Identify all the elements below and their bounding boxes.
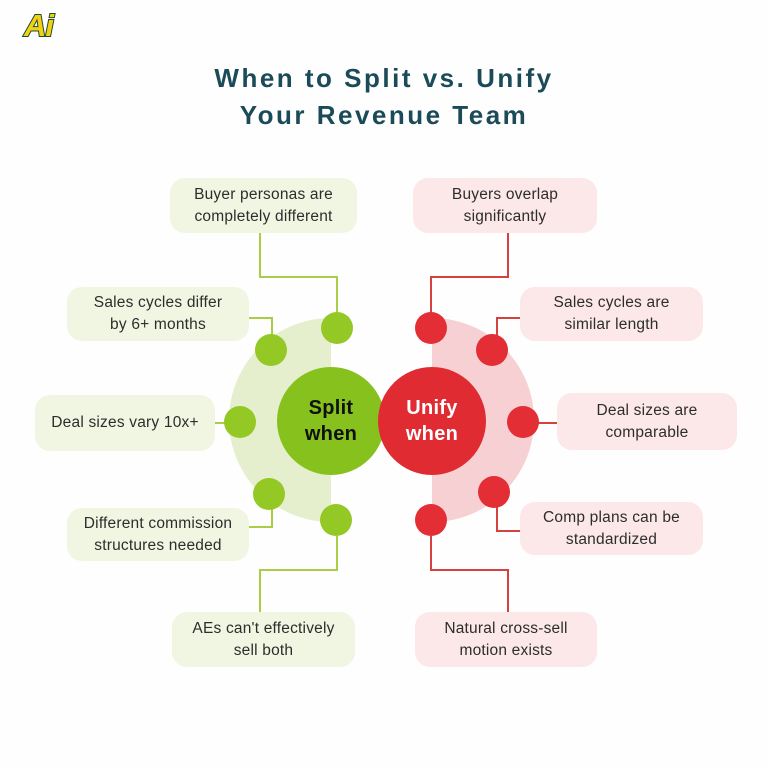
unify-dot-upper-right	[476, 334, 508, 366]
split-dot-left	[224, 406, 256, 438]
reason-box-split-commission: Different commission structures needed	[67, 508, 249, 561]
connector-split-commission	[248, 508, 273, 528]
reason-box-unify-buyers-overlap: Buyers overlap significantly	[413, 178, 597, 233]
reason-box-split-aes: AEs can't effectively sell both	[172, 612, 355, 667]
title-line-2: Your Revenue Team	[239, 100, 529, 130]
reason-box-unify-sales-cycles: Sales cycles are similar length	[520, 287, 703, 341]
reason-box-split-buyer-personas: Buyer personas are completely different	[170, 178, 357, 233]
split-hub-circle: Split when	[277, 367, 385, 475]
split-dot-lower-left	[253, 478, 285, 510]
connector-unify-cross-sell	[430, 536, 509, 613]
reason-box-unify-cross-sell: Natural cross-sell motion exists	[415, 612, 597, 667]
reason-box-unify-comp-plans: Comp plans can be standardized	[520, 502, 703, 555]
reason-box-split-sales-cycles: Sales cycles differ by 6+ months	[67, 287, 249, 341]
title-line-1: When to Split vs. Unify	[214, 63, 554, 93]
brand-logo: Ai	[23, 7, 55, 44]
connector-split-aes	[259, 536, 338, 613]
connector-split-buyer-personas	[259, 233, 338, 315]
unify-dot-top	[415, 312, 447, 344]
connector-unify-buyers-overlap	[430, 233, 509, 315]
connector-unify-sales-cycles	[496, 317, 521, 335]
reason-box-unify-deal-sizes: Deal sizes are comparable	[557, 393, 737, 450]
unify-dot-lower-right	[478, 476, 510, 508]
unify-dot-right	[507, 406, 539, 438]
connector-split-sales-cycles	[248, 317, 273, 335]
connector-unify-comp-plans	[496, 507, 521, 532]
page-title: When to Split vs. Unify Your Revenue Tea…	[0, 60, 768, 134]
reason-box-split-deal-sizes: Deal sizes vary 10x+	[35, 395, 215, 451]
split-dot-bottom	[320, 504, 352, 536]
split-dot-top	[321, 312, 353, 344]
unify-hub-circle: Unify when	[378, 367, 486, 475]
unify-dot-bottom	[415, 504, 447, 536]
split-dot-upper-left	[255, 334, 287, 366]
